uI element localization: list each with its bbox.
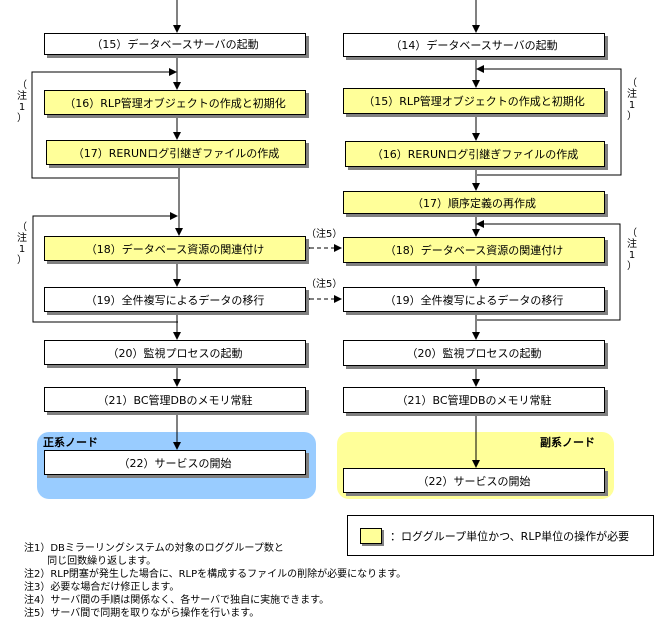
step-box-p15: （15）データベースサーバの起動 [44,33,306,55]
step-box-p22: （22）サービスの開始 [44,450,306,475]
legend-text: ：ロググループ単位かつ、RLP単位の操作が必要 [390,530,630,543]
step-label: （16）RERUNログ引継ぎファイルの作成 [371,148,579,161]
primary-node-label: 正系ノード [43,436,98,449]
step-label: （17）RERUNログ引継ぎファイルの作成 [72,146,280,160]
legend: ：ロググループ単位かつ、RLP単位の操作が必要 [347,515,654,556]
step-box-s21: （21）BC管理DBのメモリ常駐 [343,387,605,413]
step-box-s17: （17）順序定義の再作成 [343,191,605,214]
step-label: （19）全件複写によるデータの移行 [85,293,265,307]
step-label: （21）BC管理DBのメモリ常駐 [97,393,253,407]
footnote: 同じ回数繰り返します。 [24,556,157,567]
step-box-p18: （18）データベース資源の関連付け [44,236,306,261]
step-label: （18）データベース資源の関連付け [384,244,564,257]
step-label: （14）データベースサーバの起動 [390,39,558,52]
step-box-s19: （19）全件複写によるデータの移行 [343,287,605,312]
step-label: （18）データベース資源の関連付け [85,242,265,256]
step-label: （21）BC管理DBのメモリ常駐 [396,394,552,407]
step-label: （16）RLP管理オブジェクトの作成と初期化 [64,96,286,110]
footnote: 注3）必要な場合だけ修正します。 [24,582,180,593]
loop-p18-p19 [32,212,178,323]
loop-s18-s19 [476,220,621,321]
footnotes: 注1）DBミラーリングシステムの対象のロググループ数と 同じ回数繰り返します。 … [24,542,406,620]
footnote: 注5）サーバ間で同期を取りながら操作を行います。 [24,608,260,619]
footnote: 注1）DBミラーリングシステムの対象のロググループ数と [24,543,284,554]
step-box-s16: （16）RERUNログ引継ぎファイルの作成 [345,141,605,167]
step-label: （15）データベースサーバの起動 [91,38,259,51]
sync-note-19: （注5） [306,279,343,290]
loop-s15-s16 [476,65,622,176]
secondary-node-label: 副系ノード [540,436,595,449]
step-label: （17）順序定義の再作成 [412,196,536,210]
step-box-s15: （15）RLP管理オブジェクトの作成と初期化 [343,88,605,114]
step-box-p16: （16）RLP管理オブジェクトの作成と初期化 [44,90,306,115]
step-label: （15）RLP管理オブジェクトの作成と初期化 [363,95,585,108]
step-box-p20: （20）監視プロセスの起動 [44,340,306,365]
sync-note-18: （注5） [306,229,343,240]
step-box-p17: （17）RERUNログ引継ぎファイルの作成 [46,140,306,165]
step-label: （20）監視プロセスの起動 [107,346,243,360]
footnote: 注2）RLP閉塞が発生した場合に、RLPを構成するファイルの削除が必要になります… [24,569,407,580]
step-label: （22）サービスの開始 [417,474,531,488]
step-box-s18: （18）データベース資源の関連付け [343,237,605,263]
legend-swatch [360,528,382,544]
step-box-p19: （19）全件複写によるデータの移行 [44,287,306,312]
step-box-p21: （21）BC管理DBのメモリ常駐 [44,387,306,412]
footnote: 注4）サーバ間の手順は関係なく、各サーバで独自に実施できます。 [24,595,330,606]
step-box-s14: （14）データベースサーバの起動 [343,33,605,57]
step-box-s20: （20）監視プロセスの起動 [343,340,605,366]
step-box-s22: （22）サービスの開始 [343,468,605,493]
loop-p16-p17 [31,68,178,179]
step-label: （22）サービスの開始 [118,456,232,470]
step-label: （20）監視プロセスの起動 [406,347,542,360]
step-label: （19）全件複写によるデータの移行 [384,293,564,307]
